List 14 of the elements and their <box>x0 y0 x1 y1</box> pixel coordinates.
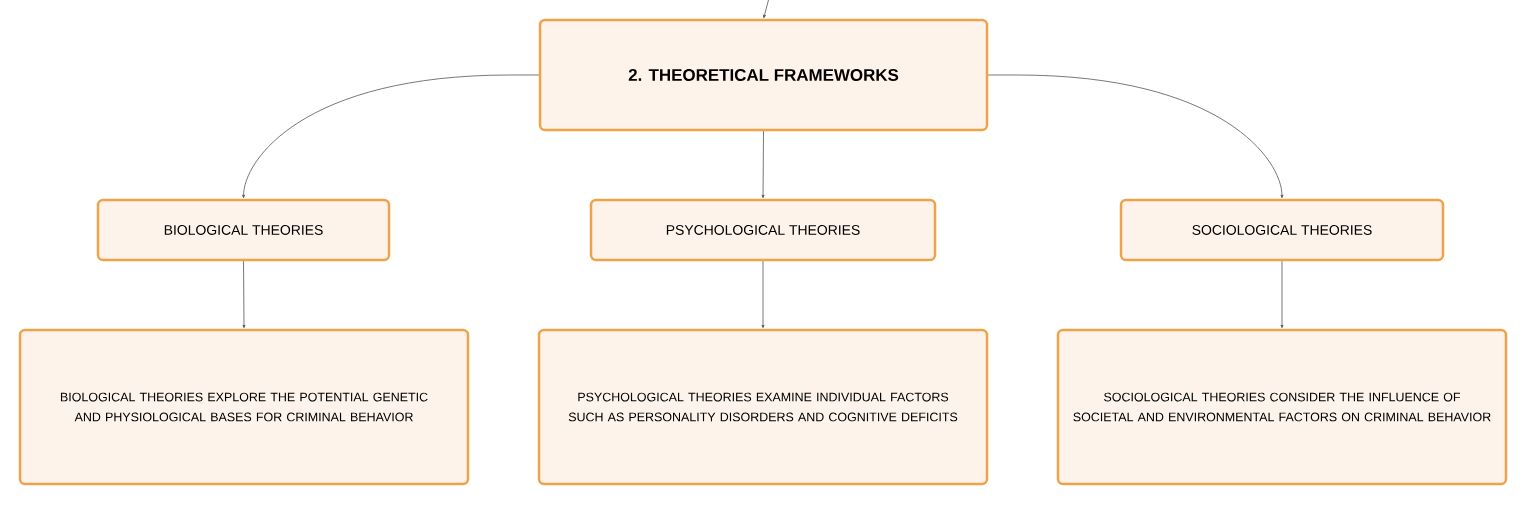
arrow <box>242 260 246 329</box>
arrow <box>1280 260 1284 329</box>
category-box: BIOLOGICAL THEORIES <box>96 198 391 262</box>
title-box: 2. THEORETICAL FRAMEWORKS <box>538 18 989 132</box>
arrow <box>242 74 540 199</box>
arrow <box>987 74 1284 199</box>
description-box: SOCIOLOGICAL THEORIES CONSIDER THE INFLUENCE OF SOCIETAL AND ENVIRONMENTAL FACTORS ON CRIMINAL BEHAVIOR <box>1056 328 1508 486</box>
description-box: BIOLOGICAL THEORIES EXPLORE THE POTENTIAL GENETIC AND PHYSIOLOGICAL BASES FOR CRIMINAL BEHAVIOR <box>18 328 470 486</box>
arrow <box>763 0 769 19</box>
arrow <box>761 260 765 329</box>
arrow <box>761 130 765 199</box>
category-box: SOCIOLOGICAL THEORIES <box>1119 198 1445 262</box>
description-box: PSYCHOLOGICAL THEORIES EXAMINE INDIVIDUAL FACTORS SUCH AS PERSONALITY DISORDERS AND COGNITIVE DEFICITS <box>537 328 989 486</box>
category-box: PSYCHOLOGICAL THEORIES <box>589 198 937 262</box>
